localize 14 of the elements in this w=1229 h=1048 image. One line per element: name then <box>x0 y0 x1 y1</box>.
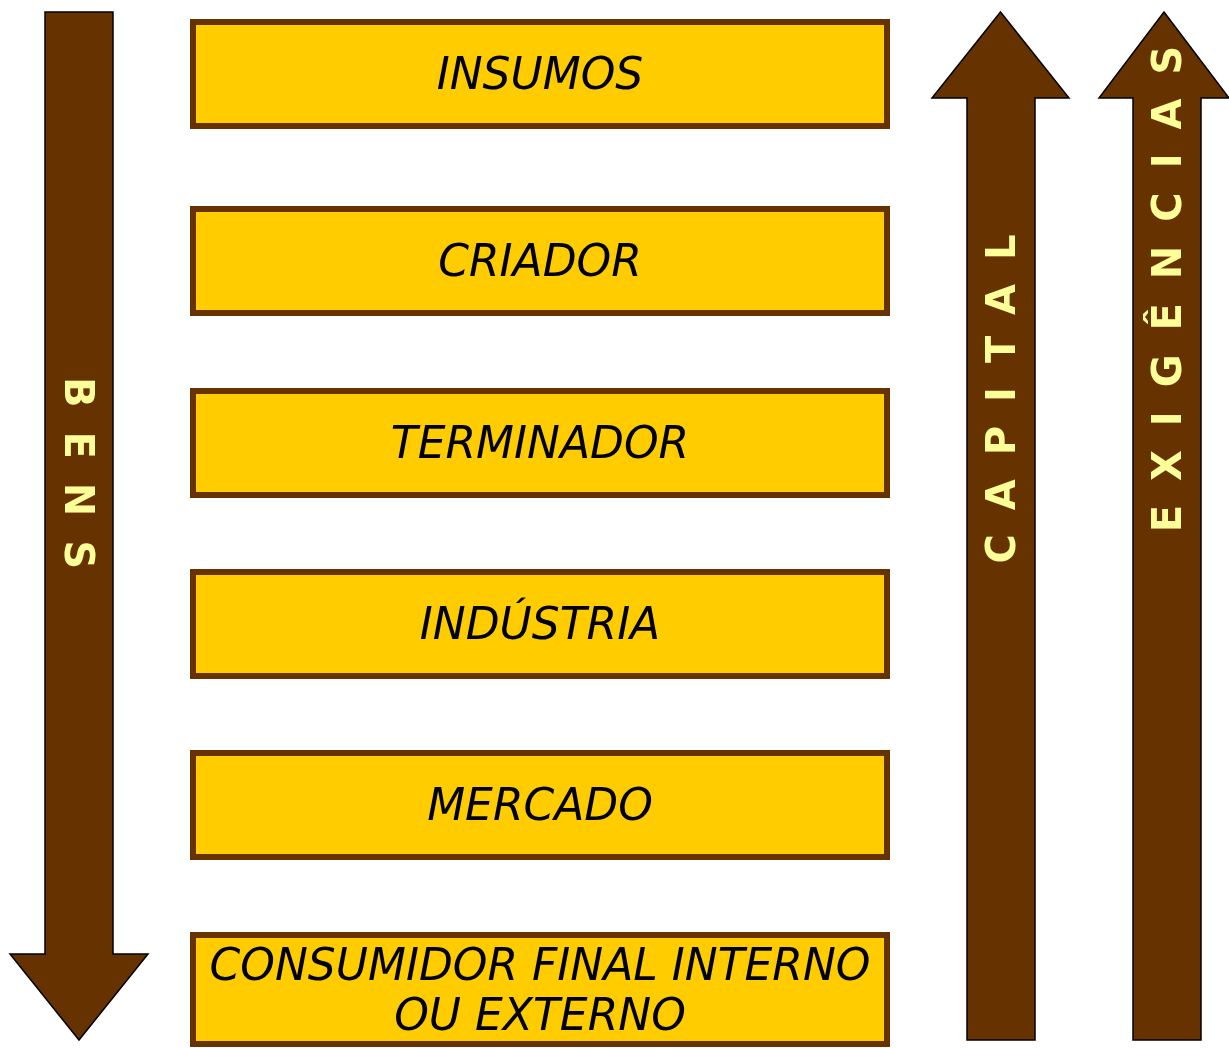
box-label: CONSUMIDOR FINAL INTERNO OU EXTERNO <box>208 940 872 1039</box>
process-box <box>190 388 890 498</box>
process-box <box>190 569 890 679</box>
process-box <box>190 19 890 129</box>
box-label: INSUMOS <box>435 49 645 99</box>
process-box <box>190 932 890 1047</box>
process-box <box>190 206 890 316</box>
box-label: TERMINADOR <box>389 418 691 468</box>
process-box <box>190 750 890 860</box>
box-label: CRIADOR <box>437 236 643 286</box>
arrow-label: BENS <box>59 375 99 594</box>
box-label: INDÚSTRIA <box>418 599 662 649</box>
arrow-label: CAPITAL <box>981 210 1021 566</box>
box-label: MERCADO <box>426 780 654 830</box>
